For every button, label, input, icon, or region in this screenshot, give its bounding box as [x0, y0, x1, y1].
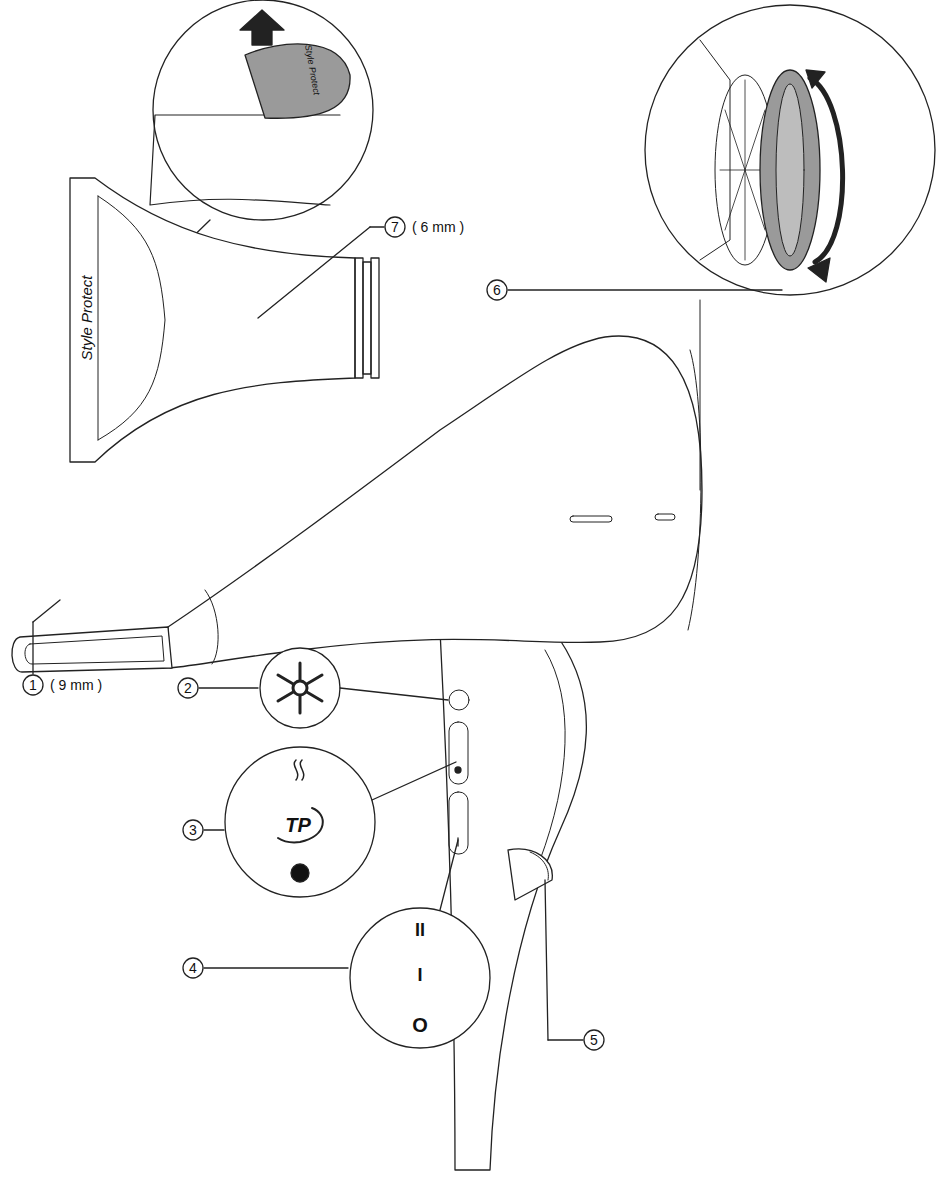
- switch-symbol: I: [417, 966, 422, 984]
- switch-symbol: O: [412, 1015, 428, 1035]
- dimension-label: ( 6 mm ): [412, 220, 464, 234]
- callout-number: 6: [493, 283, 501, 297]
- callout-number: 2: [184, 681, 192, 695]
- part-text: Style Protect: [79, 275, 94, 360]
- callout-number: 5: [590, 1033, 598, 1047]
- dimension-label: ( 9 mm ): [50, 678, 102, 692]
- callout-number: 3: [189, 823, 197, 837]
- callout-number: 7: [391, 220, 399, 234]
- switch-symbol: II: [415, 921, 425, 939]
- callout-number: 4: [189, 961, 197, 975]
- callout-number: 1: [29, 678, 37, 692]
- logo-text: TP: [285, 815, 311, 835]
